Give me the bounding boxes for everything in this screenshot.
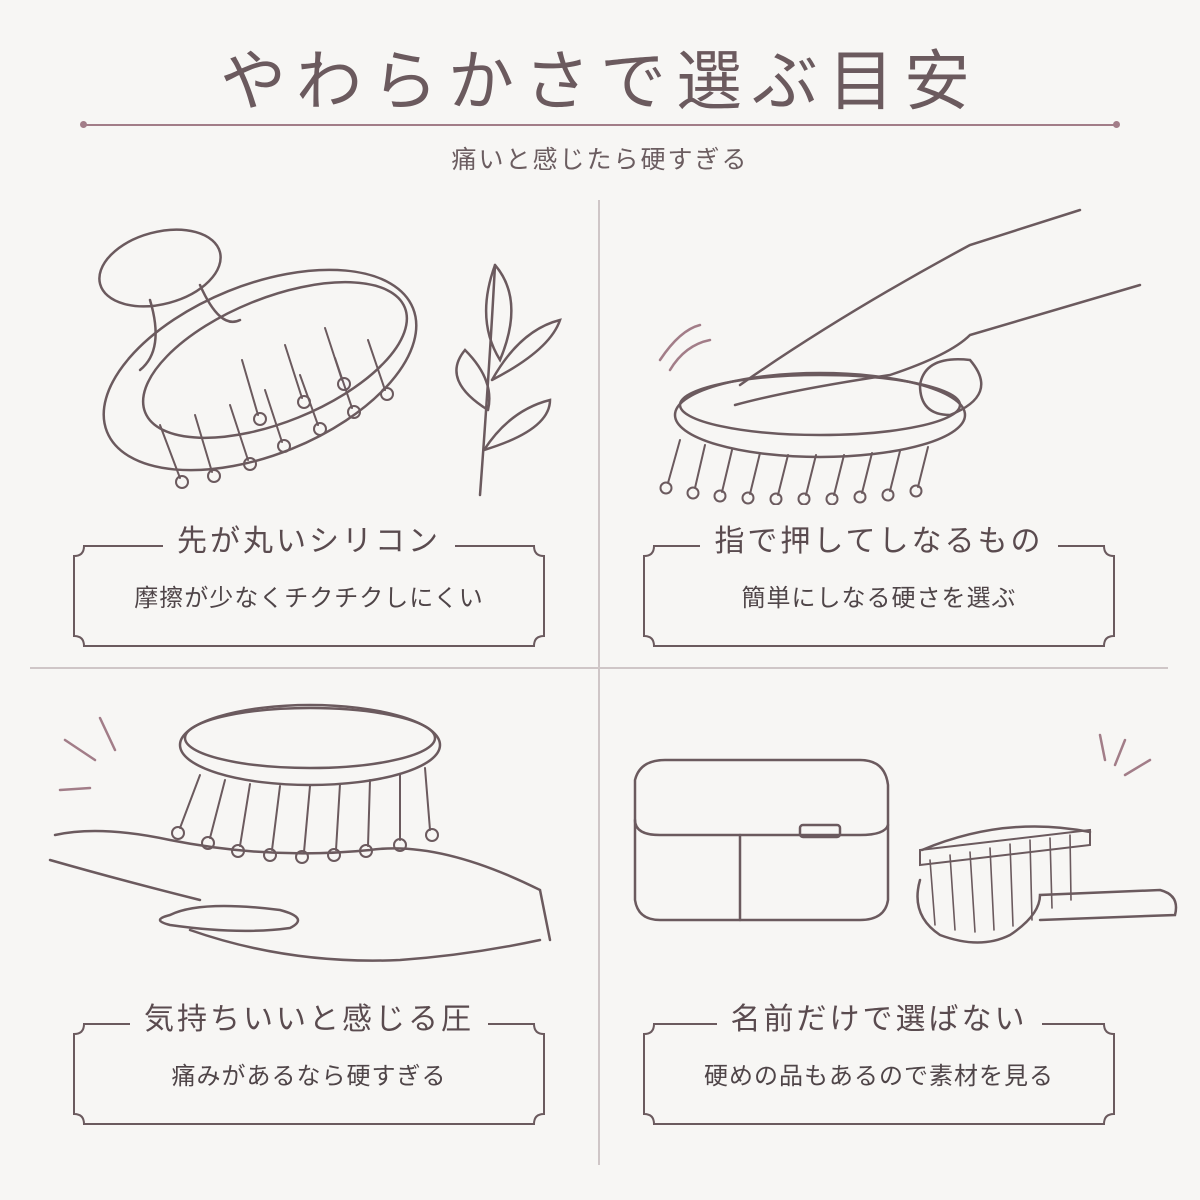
horizontal-divider xyxy=(30,667,1168,669)
panel-4-heading: 名前だけで選ばない xyxy=(716,1002,1042,1037)
panel-2-text: 簡単にしなる硬さを選ぶ xyxy=(741,584,1017,612)
panel-3-text: 痛みがあるなら硬すぎる xyxy=(171,1062,447,1090)
panel-4-caption: 名前だけで選ばない 硬めの品もあるので素材を見る xyxy=(642,1002,1116,1126)
page-title: やわらかさで選ぶ目安 xyxy=(220,43,980,120)
caption-frame xyxy=(73,545,545,647)
brush-box-illustration xyxy=(633,733,1178,944)
silicone-brush-illustration xyxy=(98,228,562,497)
vertical-divider xyxy=(598,200,600,1165)
caption-frame xyxy=(643,545,1115,647)
title-rule xyxy=(80,121,1120,128)
panel-4-text: 硬めの品もあるので素材を見る xyxy=(704,1062,1054,1090)
caption-frame xyxy=(643,1023,1115,1125)
panel-1-heading: 先が丸いシリコン xyxy=(163,524,455,559)
panel-2-caption: 指で押してしなるもの 簡単にしなる硬さを選ぶ xyxy=(642,524,1116,648)
panel-1-text: 摩擦が少なくチクチクしにくい xyxy=(134,584,484,612)
caption-frame xyxy=(73,1023,545,1125)
brush-on-palm-illustration xyxy=(48,703,552,962)
hand-pressing-brush-illustration xyxy=(658,208,1142,505)
panel-3-caption: 気持ちいいと感じる圧 痛みがあるなら硬すぎる xyxy=(72,1002,546,1126)
panel-2-heading: 指で押してしなるもの xyxy=(700,524,1058,559)
page-subtitle: 痛いと感じたら硬すぎる xyxy=(451,145,749,174)
panel-3-heading: 気持ちいいと感じる圧 xyxy=(130,1002,488,1037)
panel-1-caption: 先が丸いシリコン 摩擦が少なくチクチクしにくい xyxy=(72,524,546,648)
